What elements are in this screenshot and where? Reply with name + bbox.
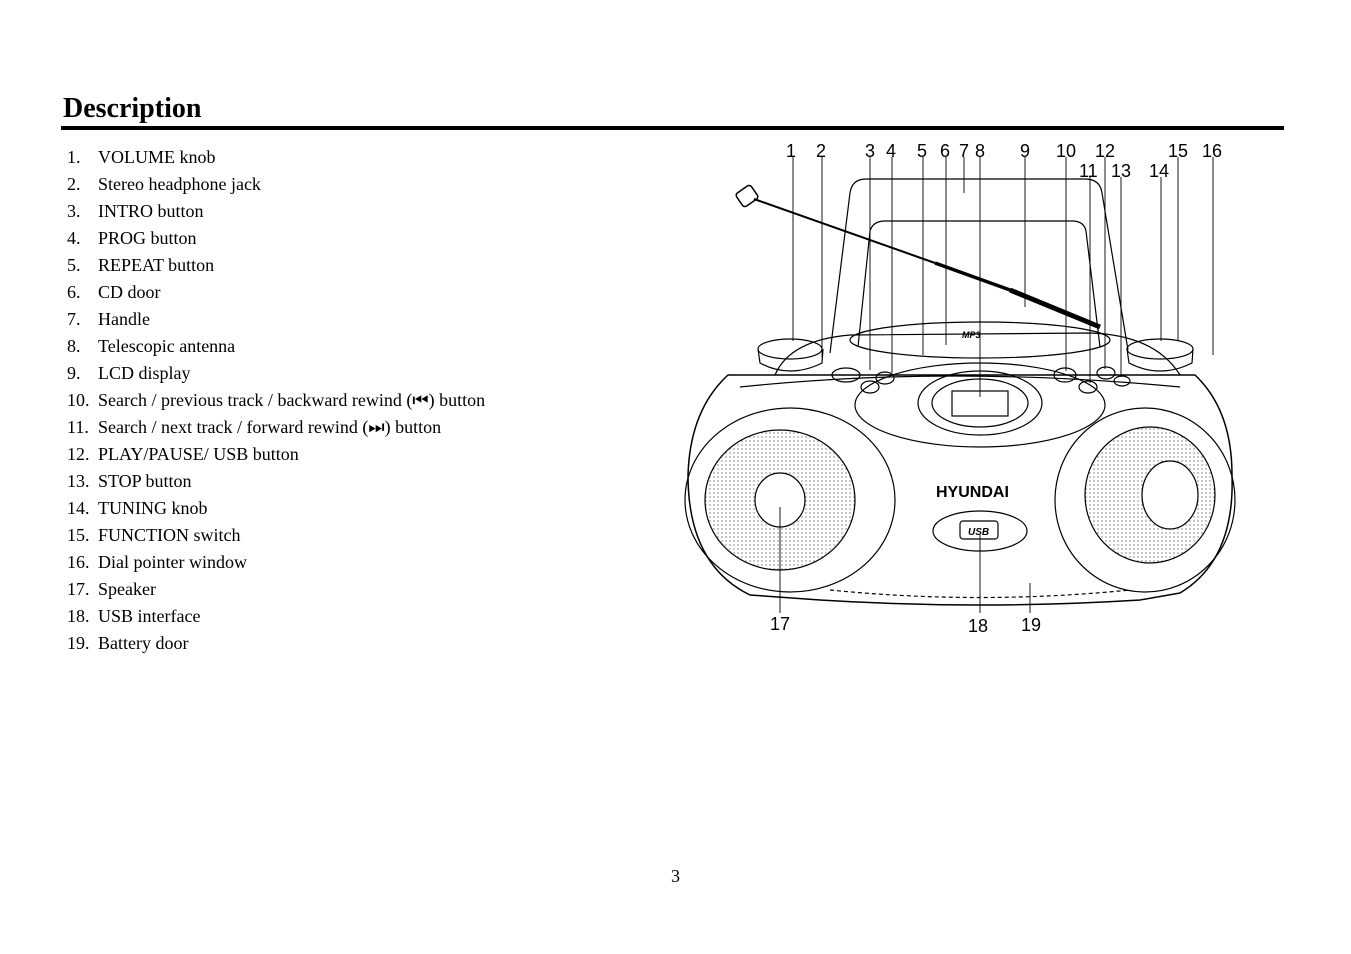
parts-list: 1. VOLUME knob 2. Stereo headphone jack 3.…	[67, 144, 485, 657]
list-item: 6. CD door	[67, 279, 485, 306]
callout-18: 18	[968, 616, 988, 636]
list-item: 7. Handle	[67, 306, 485, 333]
list-item-number: 6.	[67, 282, 81, 302]
list-item: 17. Speaker	[67, 576, 485, 603]
boombox-illustration: HYUNDAI USB MP3 1 2 3	[680, 135, 1240, 640]
callout-17: 17	[770, 614, 790, 634]
list-item-label: Speaker	[98, 579, 156, 599]
prog-button	[860, 380, 880, 394]
callout-1: 1	[786, 141, 796, 161]
list-item-number: 14.	[67, 498, 90, 518]
list-item: 2. Stereo headphone jack	[67, 171, 485, 198]
list-item-label: TUNING knob	[98, 498, 208, 518]
list-item-number: 2.	[67, 174, 81, 194]
list-item-label: REPEAT button	[98, 255, 215, 275]
callout-8: 8	[975, 141, 985, 161]
list-item-number: 11.	[67, 417, 89, 437]
tuning-knob	[1126, 338, 1194, 372]
list-item-label: LCD display	[98, 363, 191, 383]
list-item-label: INTRO button	[98, 201, 204, 221]
play-pause-button	[1096, 366, 1116, 380]
list-item-number: 7.	[67, 309, 81, 329]
list-item: 19. Battery door	[67, 630, 485, 657]
callout-3: 3	[865, 141, 875, 161]
callout-5: 5	[917, 141, 927, 161]
callout-6: 6	[940, 141, 950, 161]
list-item-number: 19.	[67, 633, 90, 653]
list-item-label: Stereo headphone jack	[98, 174, 261, 194]
list-item-number: 5.	[67, 255, 81, 275]
callout-4: 4	[886, 141, 896, 161]
list-item-label: VOLUME knob	[98, 147, 216, 167]
list-item-number: 10.	[67, 390, 90, 410]
stop-button	[1113, 375, 1131, 387]
callout-10: 10	[1056, 141, 1076, 161]
callout-19: 19	[1021, 615, 1041, 635]
callout-13: 13	[1111, 161, 1131, 181]
list-item: 16. Dial pointer window	[67, 549, 485, 576]
list-item-number: 16.	[67, 552, 90, 572]
list-item-label: Telescopic antenna	[98, 336, 236, 356]
callout-11: 11	[1079, 161, 1098, 181]
left-speaker	[684, 407, 896, 593]
handle-inner	[857, 220, 1101, 348]
list-item-label: PLAY/PAUSE/ USB button	[98, 444, 299, 464]
list-item-label: PROG button	[98, 228, 197, 248]
repeat-button	[875, 371, 895, 385]
list-item-number: 18.	[67, 606, 90, 626]
list-item: 14. TUNING knob	[67, 495, 485, 522]
list-item: 18. USB interface	[67, 603, 485, 630]
list-item: 1. VOLUME knob	[67, 144, 485, 171]
intro-button	[831, 367, 861, 383]
list-item-number: 13.	[67, 471, 90, 491]
list-item: 10. Search / previous track / backward re…	[67, 387, 485, 414]
list-item-number: 12.	[67, 444, 90, 464]
usb-label: USB	[968, 527, 989, 538]
prev-button	[1053, 367, 1077, 383]
list-item-label: USB interface	[98, 606, 201, 626]
callout-16: 16	[1202, 141, 1222, 161]
boombox-drawing: HYUNDAI USB MP3 1 2 3	[684, 141, 1236, 636]
callout-15: 15	[1168, 141, 1188, 161]
list-item-label: FUNCTION switch	[98, 525, 241, 545]
list-item-label: Handle	[98, 309, 150, 329]
list-item: 4. PROG button	[67, 225, 485, 252]
callout-12: 12	[1095, 141, 1115, 161]
list-item: 9. LCD display	[67, 360, 485, 387]
list-item-label: Battery door	[98, 633, 189, 653]
list-item-number: 17.	[67, 579, 90, 599]
list-item-number: 1.	[67, 147, 81, 167]
list-item-label: Search / previous track / backward rewin…	[98, 390, 486, 410]
list-item: 5. REPEAT button	[67, 252, 485, 279]
callout-14: 14	[1149, 161, 1169, 181]
list-item-label: CD door	[98, 282, 161, 302]
list-item-number: 3.	[67, 201, 81, 221]
callout-9: 9	[1020, 141, 1030, 161]
callout-7: 7	[959, 141, 969, 161]
page-title: Description	[63, 93, 202, 124]
mp3-label: MP3	[962, 330, 981, 340]
list-item: 3. INTRO button	[67, 198, 485, 225]
list-item: 11. Search / next track / forward rewind …	[67, 414, 485, 441]
list-item-label: STOP button	[98, 471, 192, 491]
telescopic-antenna	[735, 184, 1101, 330]
list-item-number: 15.	[67, 525, 90, 545]
list-item: 15. FUNCTION switch	[67, 522, 485, 549]
brand-logo: HYUNDAI	[936, 484, 1009, 501]
list-item: 8. Telescopic antenna	[67, 333, 485, 360]
handle	[829, 178, 1129, 354]
list-item-label: Search / next track / forward rewind (⏭)…	[98, 417, 442, 437]
next-button	[1078, 380, 1098, 394]
right-speaker	[1054, 407, 1236, 593]
list-item-number: 8.	[67, 336, 81, 356]
list-item: 12. PLAY/PAUSE/ USB button	[67, 441, 485, 468]
page-number: 3	[671, 866, 680, 886]
title-rule	[61, 126, 1284, 130]
list-item-number: 9.	[67, 363, 81, 383]
callout-2: 2	[816, 141, 826, 161]
list-item-number: 4.	[67, 228, 81, 248]
list-item-label: Dial pointer window	[98, 552, 247, 572]
list-item: 13. STOP button	[67, 468, 485, 495]
usb-port	[959, 520, 999, 540]
